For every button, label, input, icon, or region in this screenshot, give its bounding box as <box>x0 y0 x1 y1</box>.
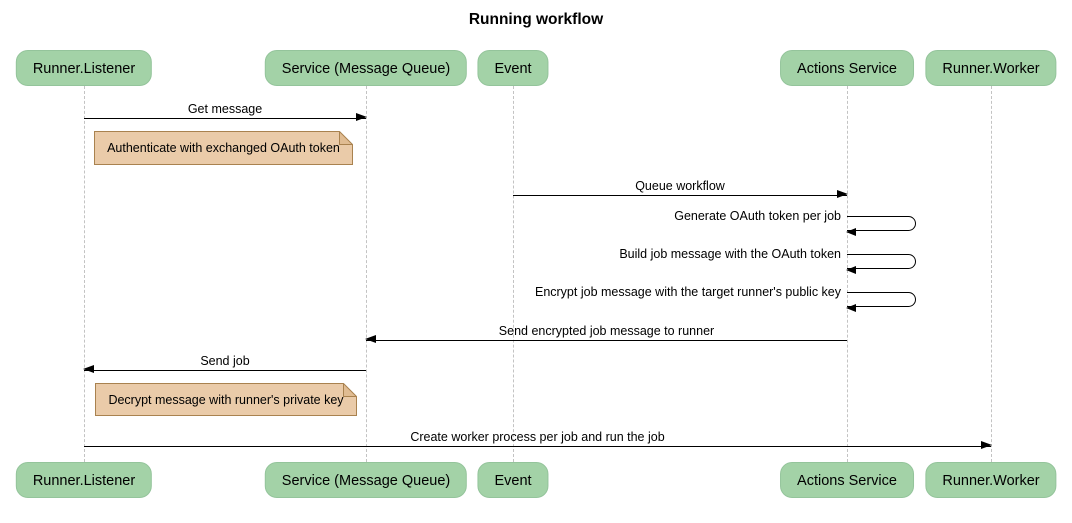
message-send-encrypted-job: Send encrypted job message to runner <box>365 324 847 344</box>
self-loop-encrypt-job-message <box>846 292 916 312</box>
participant-actions-service-top: Actions Service <box>780 50 914 86</box>
note-authenticate: Authenticate with exchanged OAuth token <box>94 131 353 165</box>
lifeline-actions-service <box>847 86 848 462</box>
self-loop-generate-oauth <box>846 216 916 236</box>
message-create-worker: Create worker process per job and run th… <box>84 430 992 450</box>
participant-service-top: Service (Message Queue) <box>264 50 468 86</box>
message-label: Send job <box>200 354 250 368</box>
message-label: Get message <box>187 102 263 116</box>
participant-service-bottom: Service (Message Queue) <box>264 462 468 498</box>
message-get-message: Get message <box>84 102 367 122</box>
arrowhead-left-icon <box>846 266 856 274</box>
arrowhead-left-icon <box>83 365 94 374</box>
arrowhead-right-icon <box>356 113 367 122</box>
self-message-label-encrypt-job-message: Encrypt job message with the target runn… <box>534 285 841 299</box>
arrowhead-left-icon <box>365 335 376 344</box>
note-decrypt: Decrypt message with runner's private ke… <box>95 383 357 416</box>
arrowhead-left-icon <box>846 228 856 236</box>
participant-actions-service-bottom: Actions Service <box>780 462 914 498</box>
message-line <box>83 365 366 374</box>
note-fold-icon <box>339 131 353 145</box>
message-line <box>84 113 367 122</box>
message-line <box>513 190 848 199</box>
message-label: Create worker process per job and run th… <box>410 430 665 444</box>
participant-runner-worker-top: Runner.Worker <box>925 50 1057 86</box>
arrowhead-right-icon <box>981 441 992 450</box>
message-label: Queue workflow <box>635 179 725 193</box>
self-message-label-build-job-message: Build job message with the OAuth token <box>619 247 841 261</box>
participant-runner-worker-bottom: Runner.Worker <box>925 462 1057 498</box>
arrowhead-right-icon <box>837 190 848 199</box>
message-line <box>365 335 847 344</box>
self-loop-build-job-message <box>846 254 916 274</box>
participant-event-top: Event <box>477 50 549 86</box>
lifeline-service-message-queue <box>366 86 367 462</box>
note-fold-icon <box>343 383 357 397</box>
message-queue-workflow: Queue workflow <box>513 179 848 199</box>
message-send-job: Send job <box>83 354 366 374</box>
diagram-title: Running workflow <box>468 11 604 28</box>
lifeline-event <box>513 86 514 462</box>
arrowhead-left-icon <box>846 304 856 312</box>
participant-runner-listener-top: Runner.Listener <box>15 50 153 86</box>
participant-event-bottom: Event <box>477 462 549 498</box>
note-text: Authenticate with exchanged OAuth token <box>107 141 340 155</box>
self-message-label-generate-oauth: Generate OAuth token per job <box>674 209 841 223</box>
note-text: Decrypt message with runner's private ke… <box>108 392 344 407</box>
participant-runner-listener-bottom: Runner.Listener <box>15 462 153 498</box>
lifeline-runner-listener <box>84 86 85 462</box>
message-line <box>84 441 992 450</box>
lifeline-runner-worker <box>991 86 992 462</box>
message-label: Send encrypted job message to runner <box>498 324 715 338</box>
